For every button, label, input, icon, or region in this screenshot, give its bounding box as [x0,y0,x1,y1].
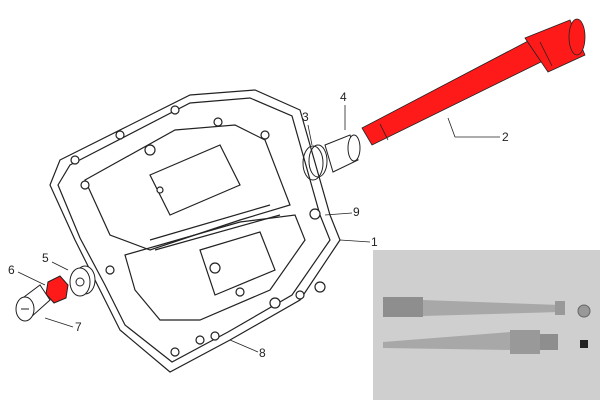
label-8: 8 [259,346,266,360]
spindle-photo-inset [373,250,600,400]
label-1: 1 [371,235,378,249]
photo-spindle-bottom [383,330,588,354]
seal-part-3 [302,144,328,181]
end-cap-part-7 [15,284,51,322]
label-3: 3 [302,110,309,124]
bearing-part-5 [69,265,96,297]
label-6: 6 [8,263,15,277]
label-5: 5 [42,251,49,265]
label-9: 9 [353,205,360,219]
label-2: 2 [502,130,509,144]
leader-lines [17,105,500,353]
photo-spindle-top [383,297,565,317]
label-4: 4 [340,90,347,104]
bushing-part-4 [324,134,361,173]
part-labels: 1 2 3 4 5 6 7 8 9 [8,90,509,360]
label-7: 7 [75,320,82,334]
pedal-body [49,89,341,373]
spindle-part-2 [361,18,586,146]
photo-nut [577,304,591,318]
